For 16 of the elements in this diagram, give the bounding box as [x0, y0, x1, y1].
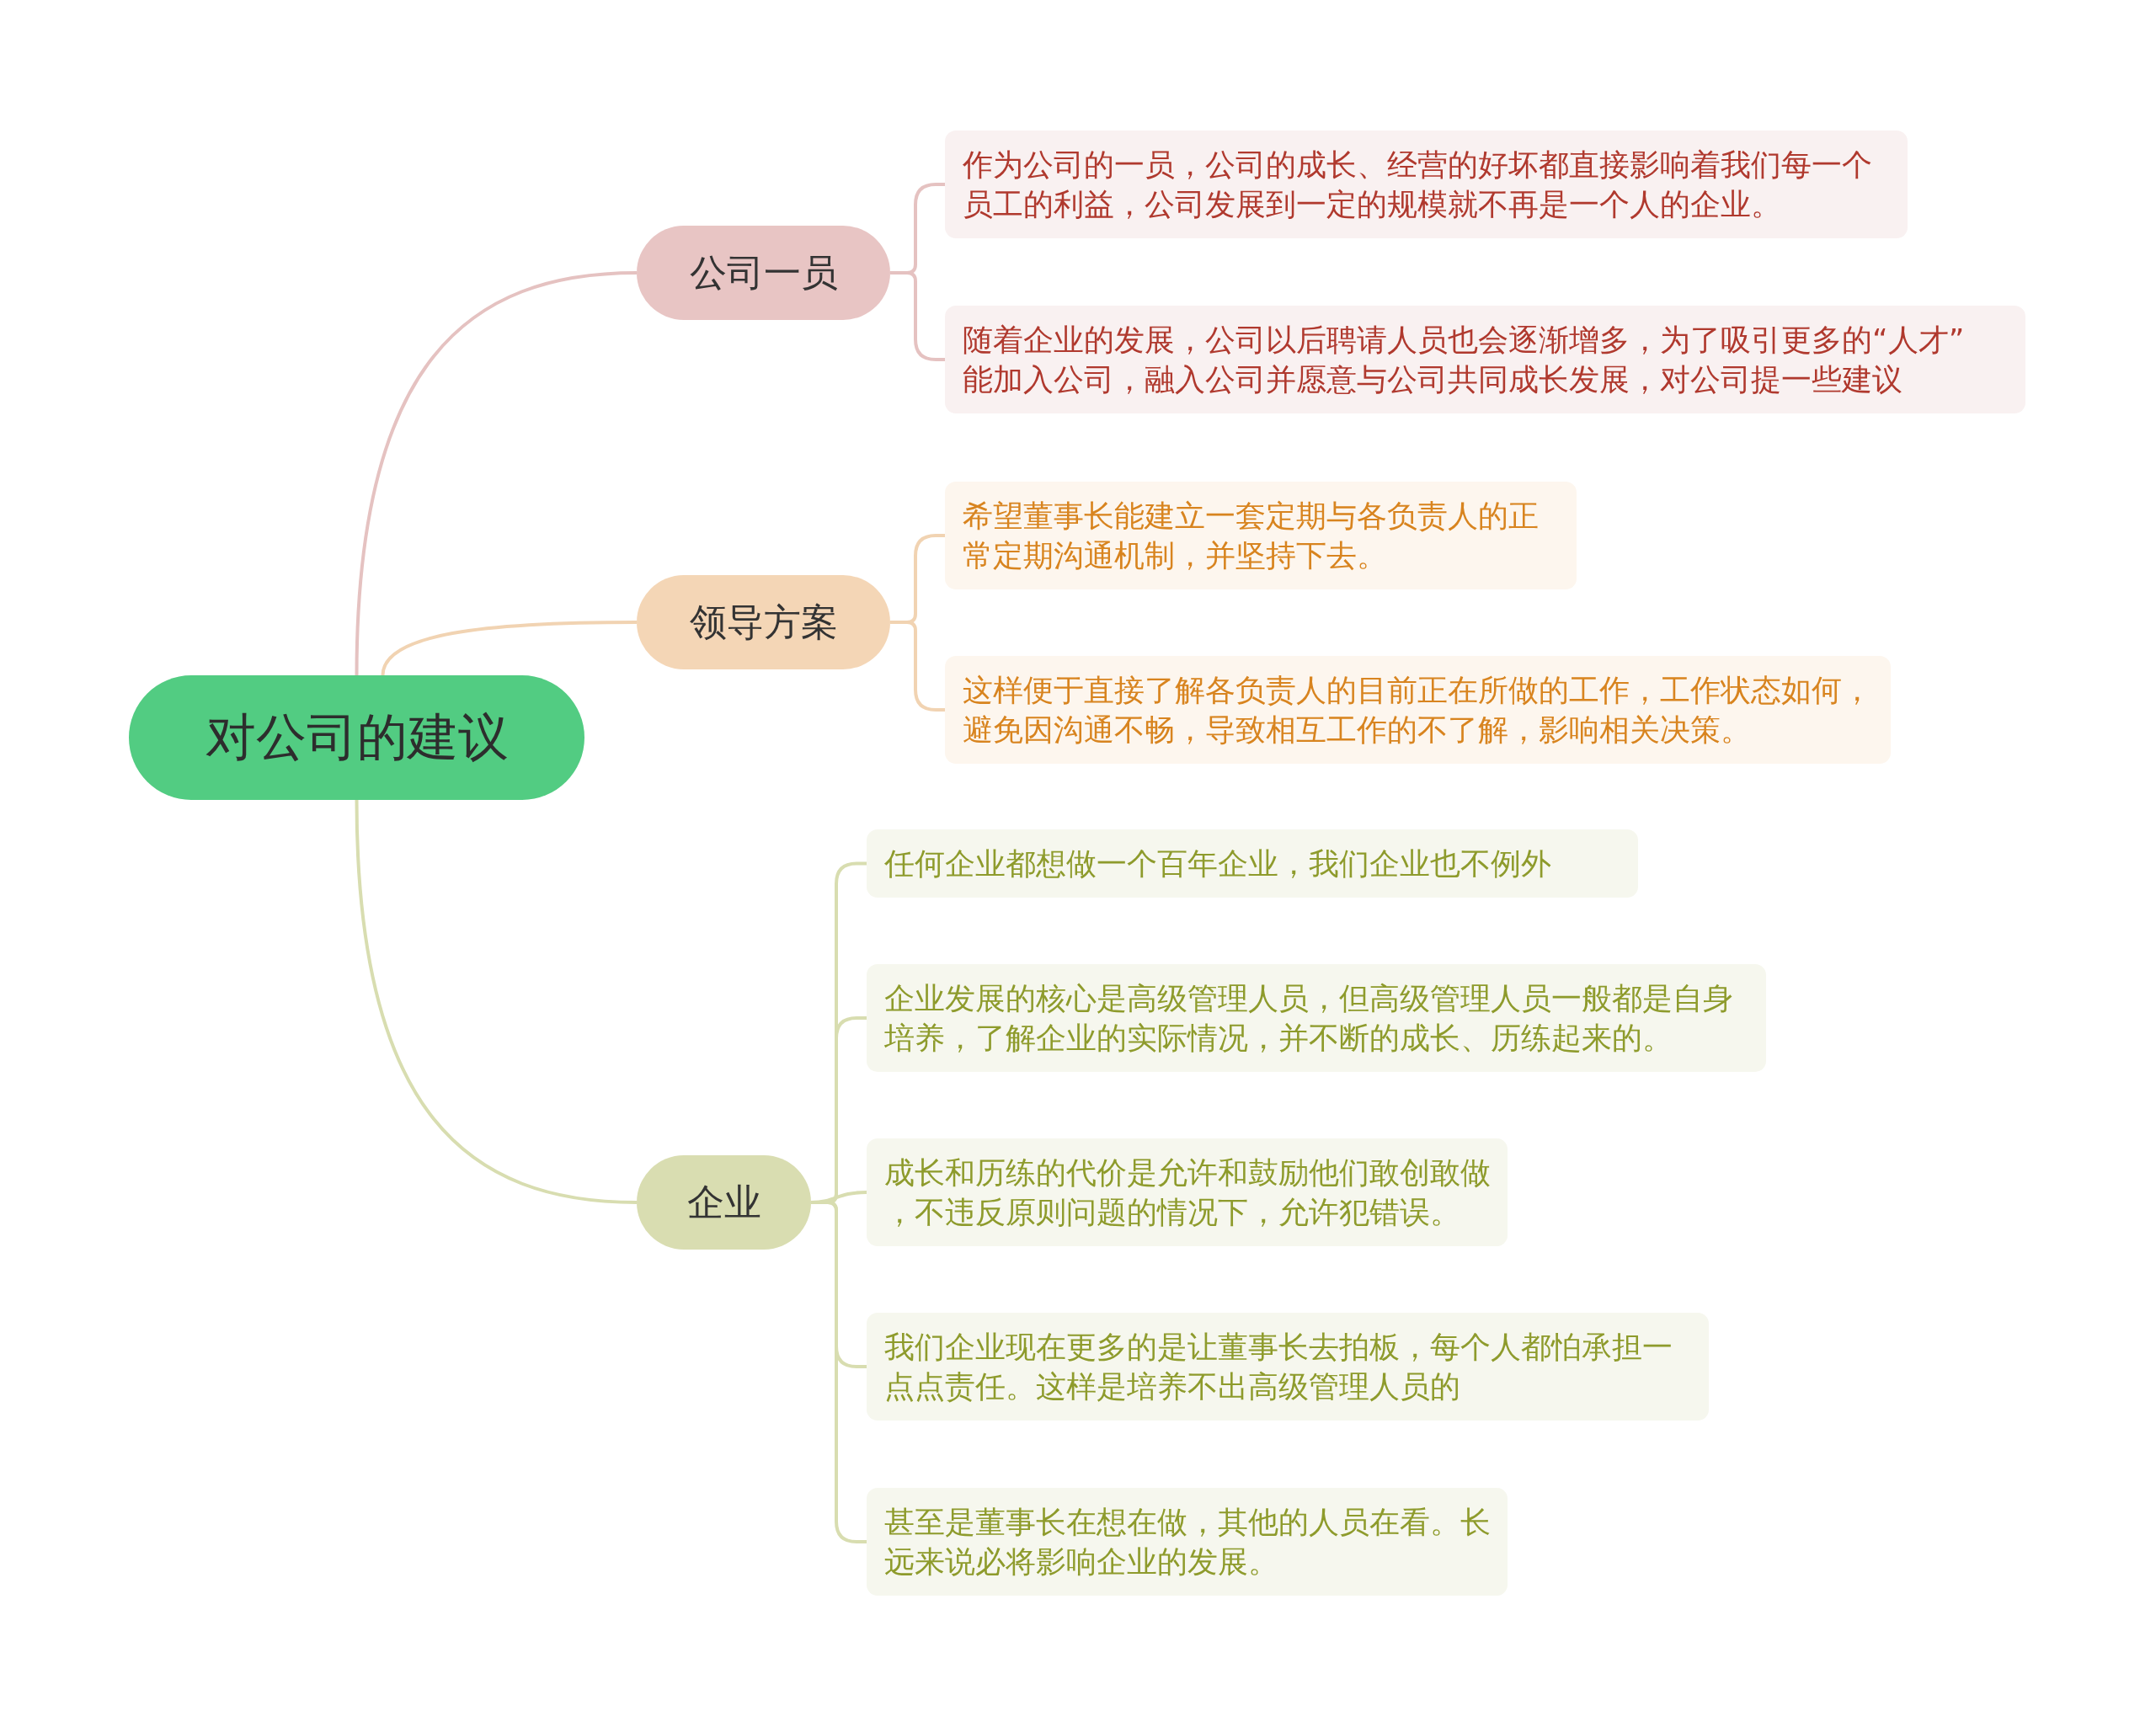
- note-card: 成长和历练的代价是允许和鼓励他们敢创敢做，不违反原则问题的情况下，允许犯错误。: [867, 1138, 1508, 1246]
- connector-line: [381, 621, 637, 676]
- branch-topic: 领导方案: [637, 575, 890, 669]
- branch-topic: 企业: [637, 1155, 811, 1250]
- note-card: 甚至是董事长在想在做，其他的人员在看。长远来说必将影响企业的发展。: [867, 1488, 1508, 1596]
- note-card: 我们企业现在更多的是让董事长去拍板，每个人都怕承担一点点责任。这样是培养不出高级管理人员的: [867, 1313, 1709, 1421]
- branch-topic: 公司一员: [637, 226, 890, 320]
- central-topic: 对公司的建议: [129, 675, 584, 800]
- note-card: 企业发展的核心是高级管理人员，但高级管理人员一般都是自身培养，了解企业的实际情况，并不断的成长、历练起来的。: [867, 964, 1766, 1072]
- note-card: 作为公司的一员，公司的成长、经营的好坏都直接影响着我们每一个员工的利益，公司发展到一定的规模就不再是一个人的企业。: [945, 131, 1908, 238]
- note-card: 希望董事长能建立一套定期与各负责人的正常定期沟通机制，并坚持下去。: [945, 482, 1577, 589]
- note-card: 任何企业都想做一个百年企业，我们企业也不例外: [867, 829, 1638, 898]
- connector-line: [355, 271, 638, 676]
- note-card: 这样便于直接了解各负责人的目前正在所做的工作，工作状态如何，避免因沟通不畅，导致相互工作的不了解，影响相关决策。: [945, 656, 1891, 764]
- note-card: 随着企业的发展，公司以后聘请人员也会逐渐增多，为了吸引更多的“人才”能加入公司，融入公司并愿意与公司共同成长发展，对公司提一些建议: [945, 306, 2025, 413]
- connector-line: [355, 799, 638, 1204]
